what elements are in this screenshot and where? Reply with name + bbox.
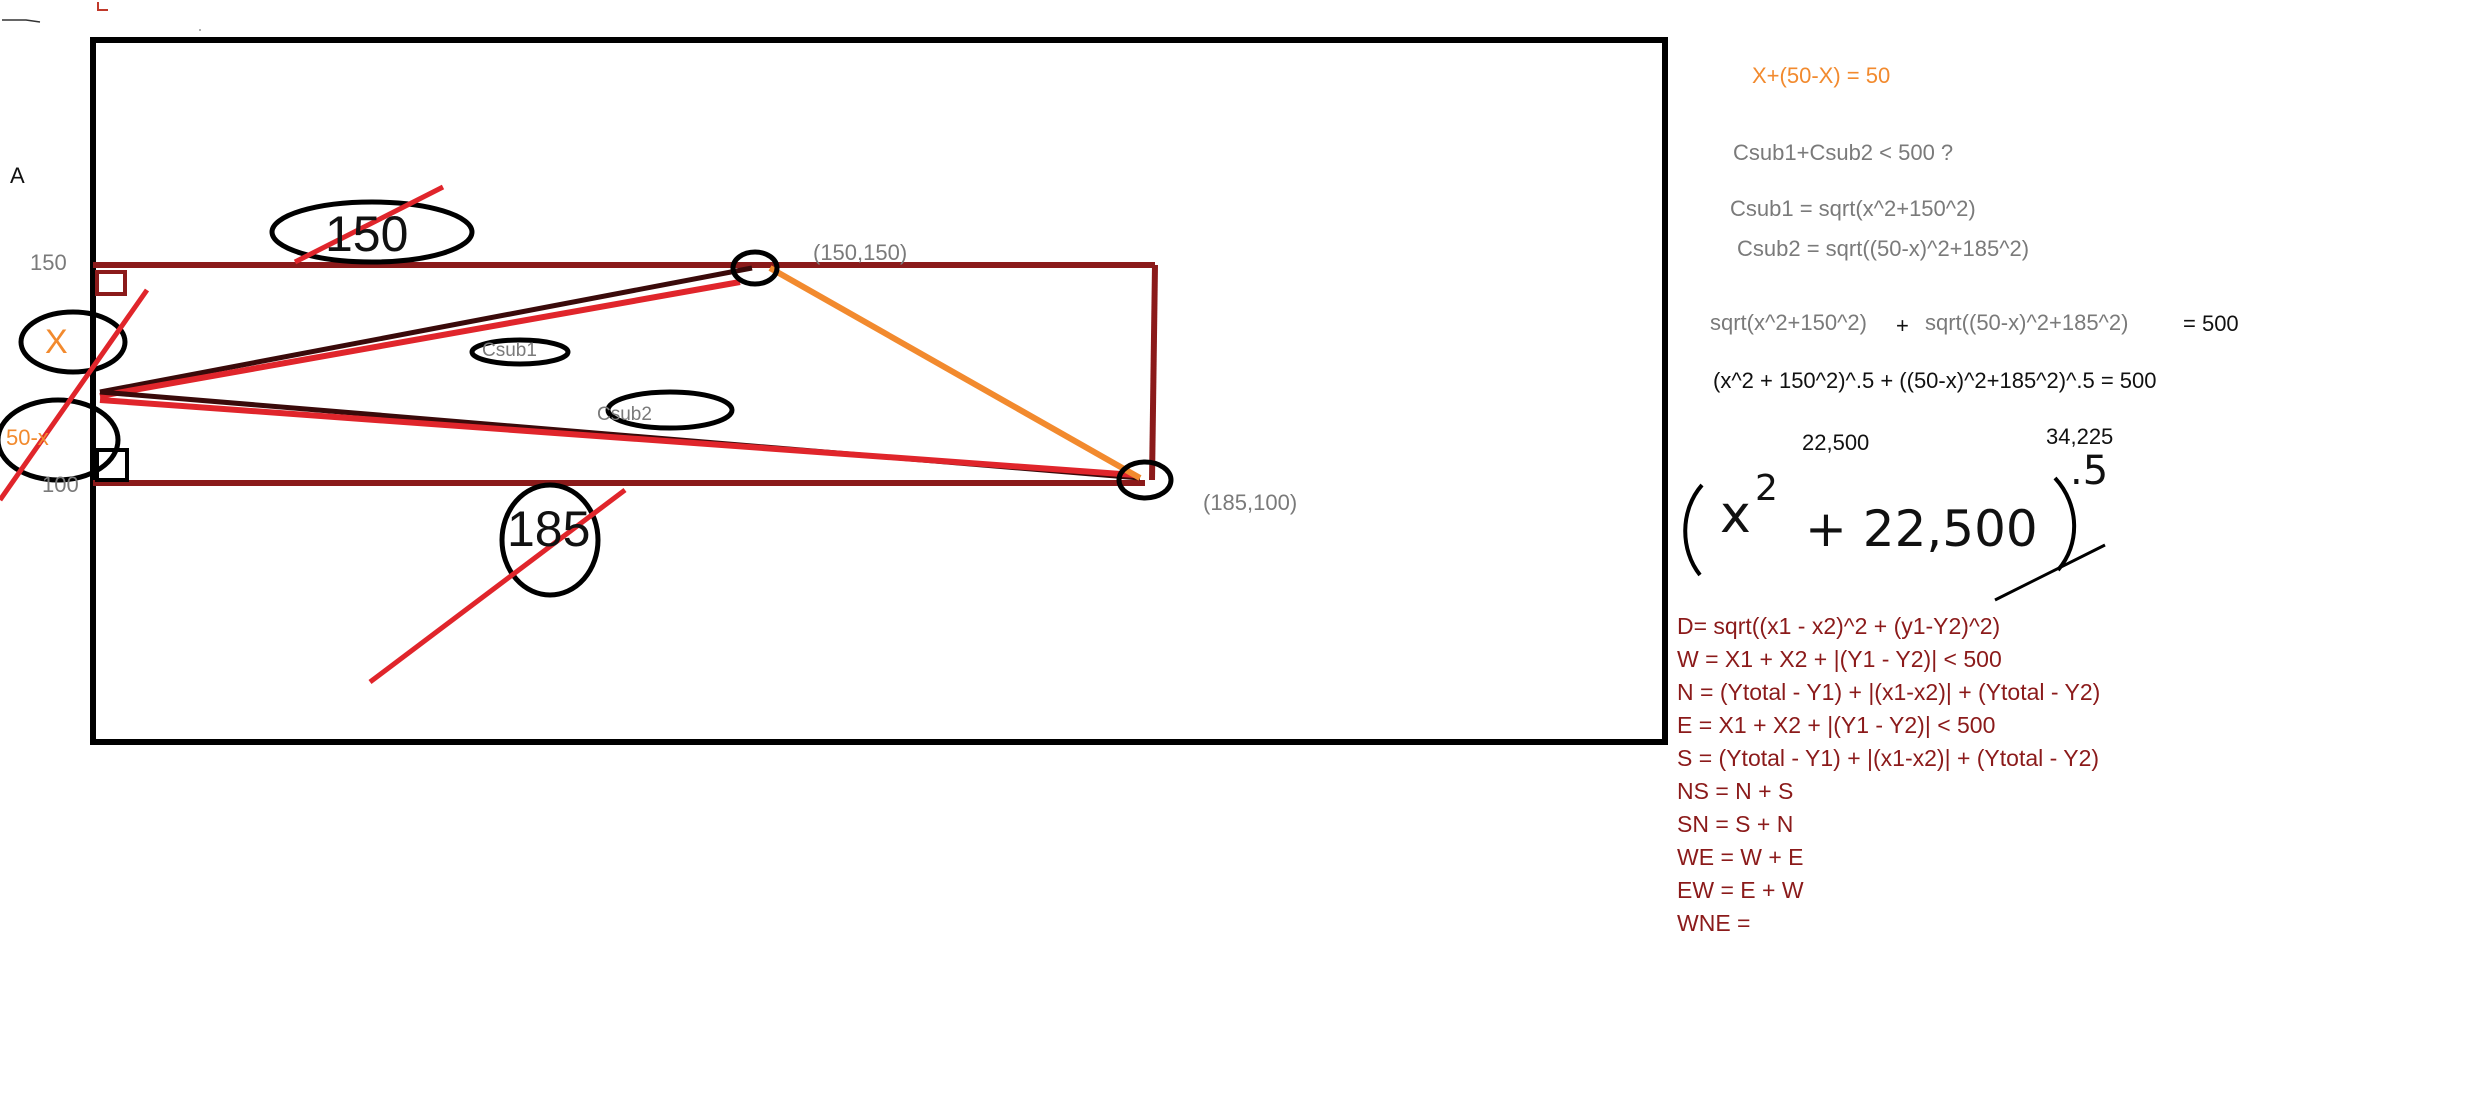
circled-150-text: 150 (325, 206, 409, 262)
eq-plus: + (1896, 313, 1909, 338)
eq-right: = 500 (2183, 311, 2239, 336)
hand-paren-right (2053, 476, 2077, 572)
x-label: X (45, 323, 68, 361)
value-22500: 22,500 (1802, 430, 1870, 455)
eq-power: (x^2 + 150^2)^.5 + ((50-x)^2+185^2)^.5 =… (1713, 368, 2157, 393)
hand-x: x (1720, 485, 1751, 545)
hand-stroke (1994, 543, 2106, 602)
fifty-minus-x-label: 50-x (6, 425, 49, 450)
hand-power: .5 (2070, 448, 2109, 494)
point-150-150-marker (730, 249, 780, 287)
hand-exponent-2: 2 (1755, 468, 1778, 509)
value-34225: 34,225 (2046, 424, 2114, 449)
formula-line: S = (Ytotal - Y1) + |(x1-x2)| + (Ytotal … (1677, 745, 2100, 771)
eq-left: sqrt(x^2+150^2) (1710, 310, 1867, 335)
corner-label: A (10, 163, 25, 188)
note-x-sum: X+(50-X) = 50 (1752, 63, 1891, 88)
formula-line: WNE = (1677, 910, 1751, 936)
outer-frame (90, 37, 1668, 745)
formula-line: WE = W + E (1677, 844, 1804, 870)
circle-150 (269, 199, 475, 265)
y-label-100: 100 (42, 472, 79, 497)
connector-orange (768, 265, 1142, 481)
point-185-100-label: (185,100) (1203, 490, 1298, 515)
formula-line: D= sqrt((x1 - x2)^2 + (y1-Y2)^2) (1677, 613, 2001, 639)
circled-185-text: 185 (507, 501, 591, 557)
x-circle (18, 309, 128, 375)
formula-line: SN = S + N (1677, 811, 1794, 837)
formula-list: D= sqrt((x1 - x2)^2 + (y1-Y2)^2) W = X1 … (1677, 610, 2100, 940)
formula-line: EW = E + W (1677, 877, 1804, 903)
formula-line: E = X1 + X2 + |(Y1 - Y2)| < 500 (1677, 712, 1996, 738)
csub1-line-red (99, 279, 741, 399)
csub2-label: Csub2 (597, 404, 652, 425)
point-150-150-label: (150,150) (813, 240, 908, 265)
eq-mid: sqrt((50-x)^2+185^2) (1925, 310, 2129, 335)
hand-paren-left (1683, 483, 1704, 577)
note-csub-sum: Csub1+Csub2 < 500 ? (1733, 140, 1954, 165)
point-185-100-marker (1116, 459, 1174, 501)
formula-line: N = (Ytotal - Y1) + |(x1-x2)| + (Ytotal … (1677, 679, 2101, 705)
y-label-150: 150 (30, 250, 67, 275)
fifty-minus-x-circle (0, 397, 121, 483)
right-angle-marker-bottom (95, 448, 129, 482)
right-vertical (1149, 264, 1158, 481)
csub2-circle (605, 389, 735, 431)
strike-150 (293, 184, 445, 265)
csub1-line-dark (99, 265, 753, 395)
csub2-line-red (99, 397, 1136, 478)
strike-left (0, 288, 150, 502)
hand-plus-22500: + 22,500 (1805, 500, 2038, 558)
stray-dot (199, 29, 201, 31)
formula-line: W = X1 + X2 + |(Y1 - Y2)| < 500 (1677, 646, 2002, 672)
stray-mark-red (97, 2, 108, 11)
note-csub2: Csub2 = sqrt((50-x)^2+185^2) (1737, 236, 2030, 261)
note-csub1: Csub1 = sqrt(x^2+150^2) (1730, 196, 1976, 221)
formula-line: NS = N + S (1677, 778, 1794, 804)
right-angle-marker-top (95, 270, 127, 296)
strike-185 (368, 488, 627, 684)
circle-185 (499, 482, 601, 598)
stray-mark (2, 19, 41, 23)
csub1-label: Csub1 (482, 340, 537, 361)
csub1-circle (469, 337, 571, 367)
